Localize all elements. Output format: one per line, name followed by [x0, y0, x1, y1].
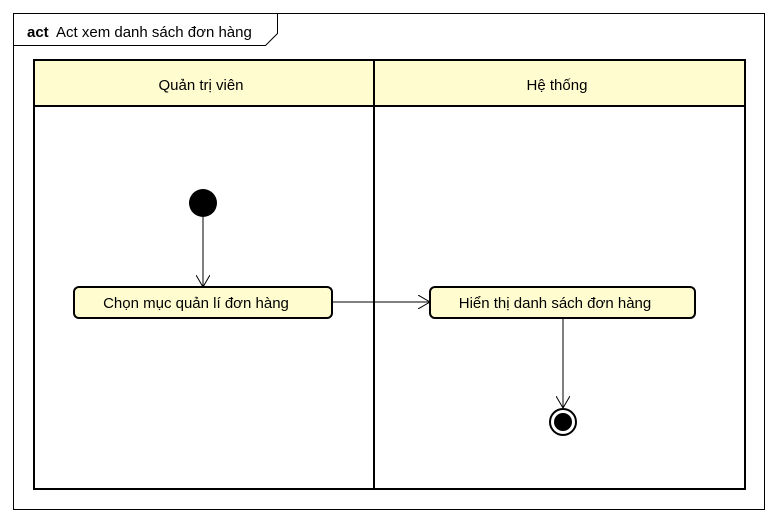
action-display-order-list-label: Hiển thị danh sách đơn hàng — [459, 295, 651, 312]
initial-node — [189, 189, 217, 217]
frame-name: Act xem danh sách đơn hàng — [56, 24, 252, 41]
frame-keyword: act — [27, 24, 49, 41]
swimlane-pool — [33, 59, 746, 490]
action-select-order-menu-label: Chọn mục quản lí đơn hàng — [103, 295, 289, 312]
frame-name-tab — [13, 13, 278, 46]
frame-title: act Act xem danh sách đơn hàng — [27, 24, 252, 41]
lane-label-admin: Quản trị viên — [158, 77, 243, 94]
lane-header-row — [33, 59, 746, 107]
lane-label-system: Hệ thống — [527, 77, 588, 94]
final-node — [549, 408, 577, 436]
diagram-frame — [13, 13, 765, 510]
